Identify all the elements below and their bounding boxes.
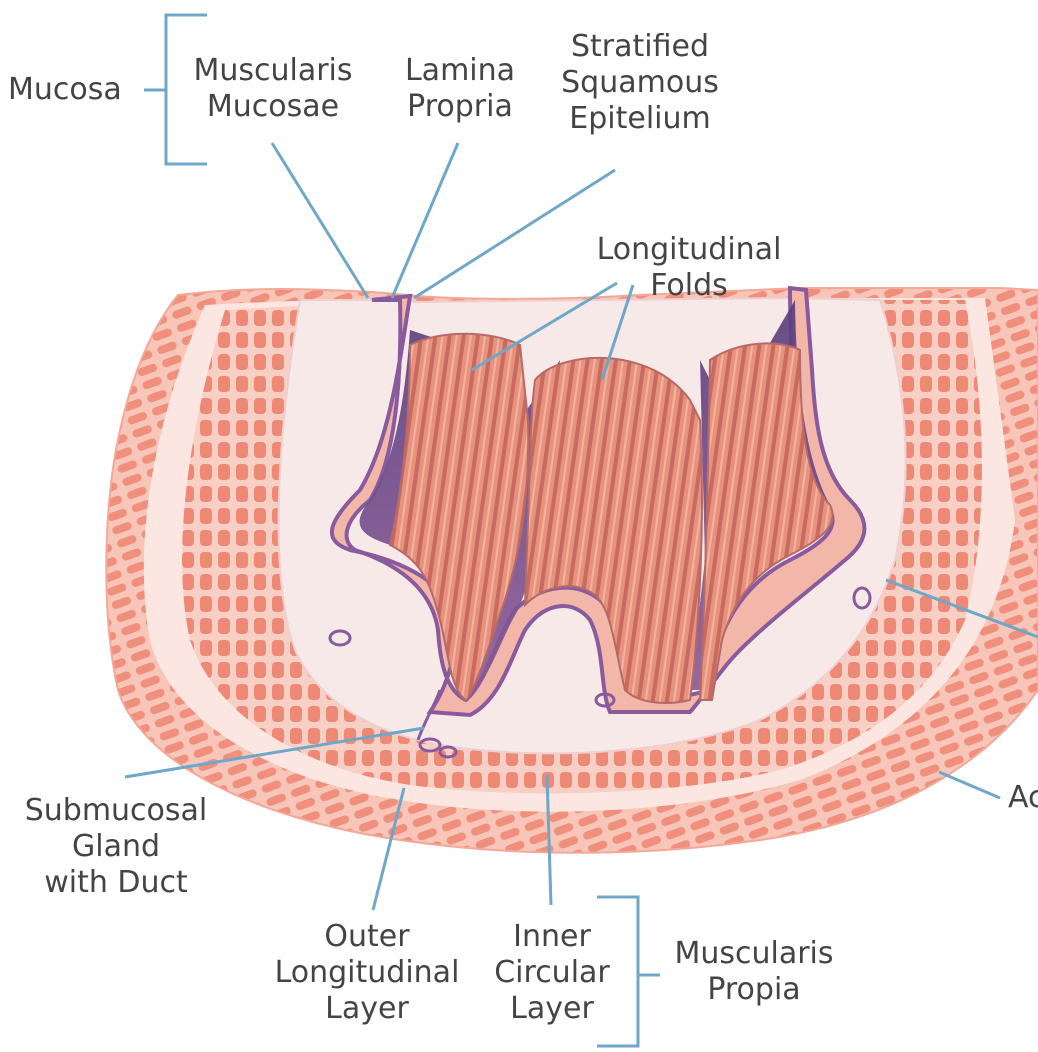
label-longitudinal-folds: Longitudinal Folds — [574, 232, 804, 304]
label-muscularis-propia: Muscularis Propia — [664, 936, 844, 1008]
label-stratified-squamous-epithelium: Stratified Squamous Epitelium — [548, 29, 732, 137]
label-inner-circular-layer: Inner Circular Layer — [488, 919, 616, 1027]
label-outer-longitudinal-layer: Outer Longitudinal Layer — [262, 919, 472, 1027]
label-submucosal-gland: Submucosal Gland with Duct — [12, 793, 220, 901]
label-muscularis-mucosae: Muscularis Mucosae — [188, 53, 358, 125]
label-lamina-propria: Lamina Propria — [390, 53, 530, 125]
label-mucosa: Mucosa — [8, 72, 122, 108]
label-adventitia-cropped: Ac — [1008, 780, 1038, 816]
